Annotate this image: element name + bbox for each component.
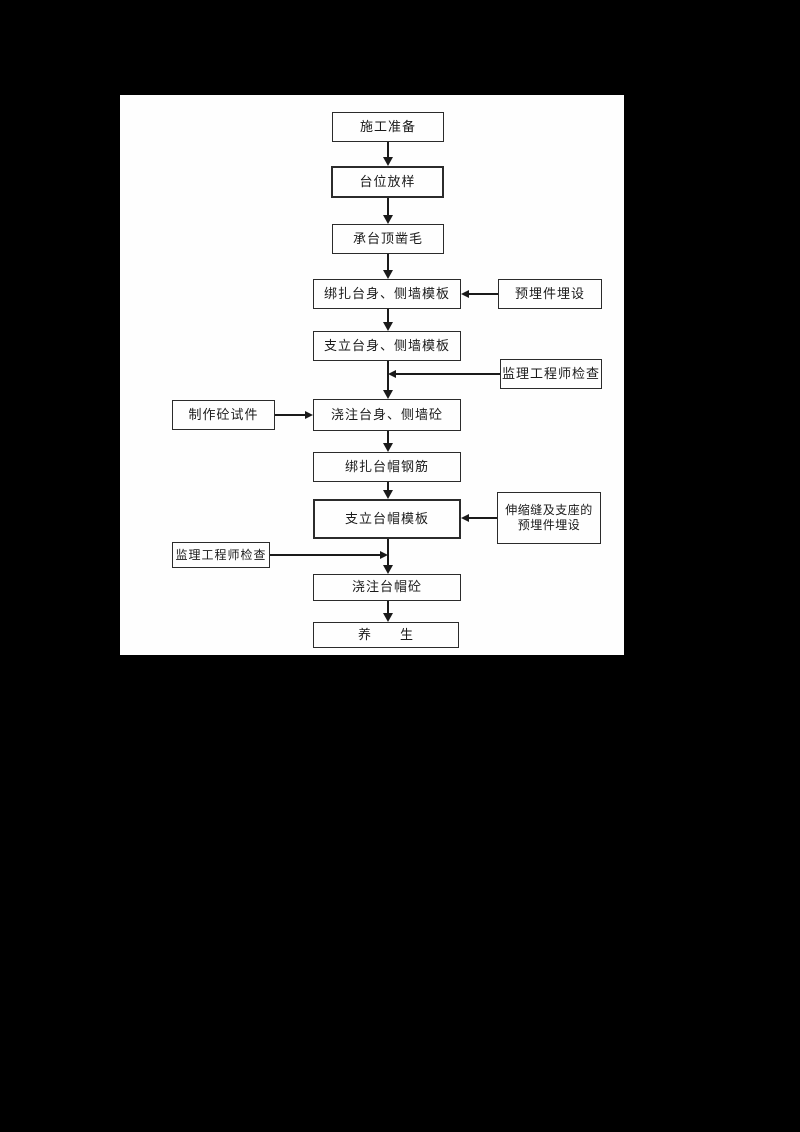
connector-tie-to-erect-forms — [387, 309, 389, 322]
connector-erect-cap-to-pour-cap — [387, 539, 389, 565]
connector-pour-cap-to-curing — [387, 601, 389, 613]
node-embedded-parts-install: 预埋件埋设 — [498, 279, 602, 309]
connector-layout-to-roughening — [387, 198, 389, 215]
arrowhead-down-2 — [383, 215, 393, 224]
connector-embeds-to-tie-forms — [469, 293, 498, 295]
arrowhead-down-3 — [383, 270, 393, 279]
node-tie-cap-rebar: 绑扎台帽钢筋 — [313, 452, 461, 482]
connector-supervisor-right-to-flow — [396, 373, 500, 375]
arrowhead-left-3 — [461, 514, 469, 522]
arrowhead-down-7 — [383, 490, 393, 499]
node-erect-body-sidewall-forms: 支立台身、侧墙模板 — [313, 331, 461, 361]
node-make-concrete-specimens: 制作砼试件 — [172, 400, 275, 430]
node-pour-cap-concrete: 浇注台帽砼 — [313, 574, 461, 601]
arrowhead-down-1 — [383, 157, 393, 166]
connector-supervisor-left-to-flow — [270, 554, 380, 556]
node-tie-body-sidewall-forms: 绑扎台身、侧墙模板 — [313, 279, 461, 309]
node-abutment-position-layout: 台位放样 — [331, 166, 444, 198]
arrowhead-left-1 — [461, 290, 469, 298]
arrowhead-down-6 — [383, 443, 393, 452]
node-curing: 养 生 — [313, 622, 459, 648]
node-cap-top-roughening: 承台顶凿毛 — [332, 224, 444, 254]
arrowhead-right-1 — [305, 411, 313, 419]
arrowhead-right-2 — [380, 551, 388, 559]
arrowhead-down-5 — [383, 390, 393, 399]
node-expansion-joint-bearing-embeds: 伸缩缝及支座的 预埋件埋设 — [497, 492, 601, 544]
node-construction-preparation: 施工准备 — [332, 112, 444, 142]
arrowhead-down-9 — [383, 613, 393, 622]
connector-tie-cap-to-erect-cap — [387, 482, 389, 490]
node-supervisor-inspection-left: 监理工程师检查 — [172, 542, 270, 568]
node-expansion-joint-line1: 伸缩缝及支座的 — [505, 503, 593, 517]
flowchart-panel: 施工准备 台位放样 承台顶凿毛 绑扎台身、侧墙模板 支立台身、侧墙模板 浇注台身… — [120, 95, 624, 655]
connector-prep-to-layout — [387, 142, 389, 157]
connector-joint-embeds-to-erect-cap — [469, 517, 497, 519]
arrowhead-down-8 — [383, 565, 393, 574]
node-expansion-joint-line2: 预埋件埋设 — [517, 518, 581, 532]
node-erect-cap-formwork: 支立台帽模板 — [313, 499, 461, 539]
node-supervisor-inspection-right: 监理工程师检查 — [500, 359, 602, 389]
connector-pour-body-to-tie-cap — [387, 431, 389, 443]
connector-roughening-to-tie-forms — [387, 254, 389, 270]
node-pour-body-sidewall-concrete: 浇注台身、侧墙砼 — [313, 399, 461, 431]
arrowhead-left-2 — [388, 370, 396, 378]
arrowhead-down-4 — [383, 322, 393, 331]
connector-specimens-to-pour-body — [275, 414, 305, 416]
